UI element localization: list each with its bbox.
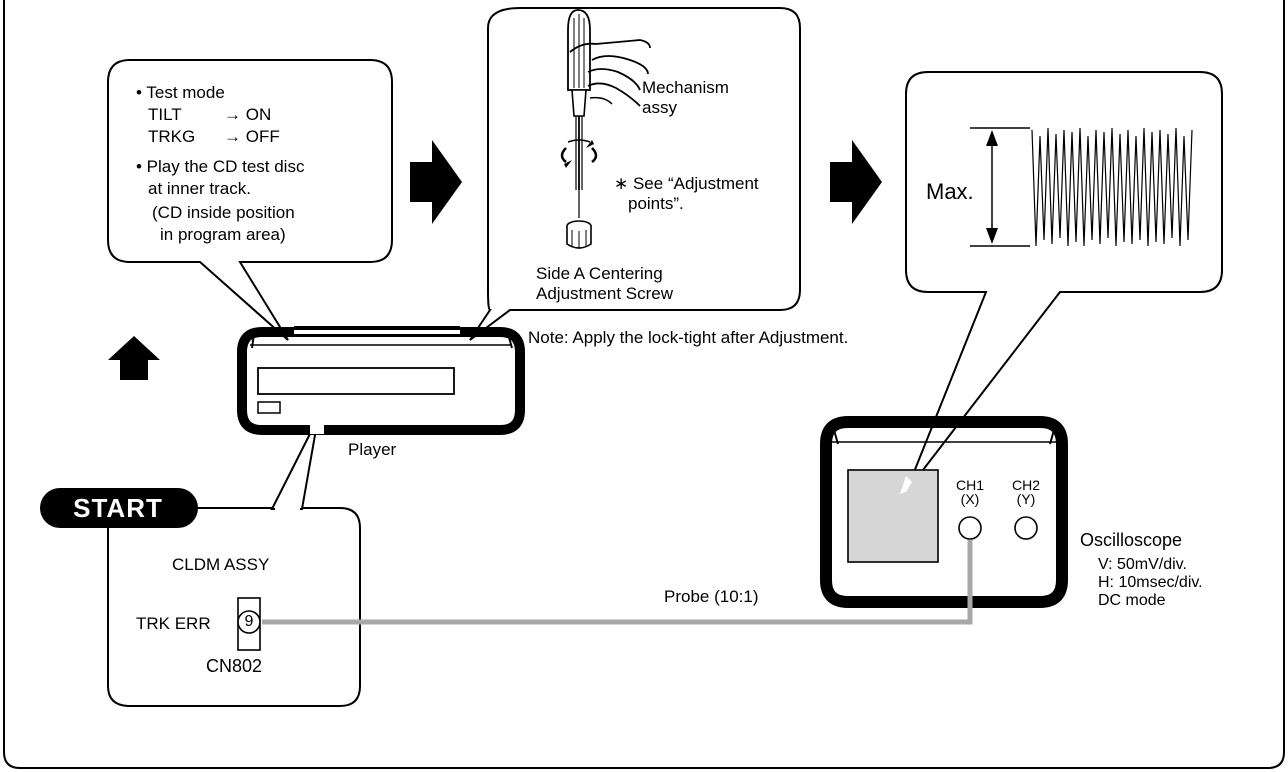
- scope-setting-v: V: 50mV/div.: [1098, 556, 1187, 573]
- lock-tight-note: Note: Apply the lock-tight after Adjustm…: [528, 328, 849, 347]
- screw-label-1: Side A Centering: [536, 264, 663, 283]
- screw-icon: [566, 220, 592, 249]
- scope-setting-h: H: 10msec/div.: [1098, 574, 1203, 591]
- arrow-up-icon: [108, 336, 160, 380]
- screw-label-2: Adjustment Screw: [536, 284, 673, 303]
- mechanism-label-1: Mechanism: [642, 78, 729, 97]
- bubble1-line8: (CD inside position: [152, 203, 295, 222]
- max-label: Max.: [926, 179, 974, 204]
- bubble1-line7: at inner track.: [148, 179, 251, 198]
- bubble1-tilt-val: → ON: [224, 105, 272, 124]
- waveform-display: [970, 127, 1193, 247]
- mechanism-label-2: assy: [642, 98, 677, 117]
- ch1-label: CH1: [955, 477, 984, 493]
- test-mode-bubble: [107, 59, 393, 341]
- rotate-icon: [560, 139, 598, 168]
- pin-number: 9: [244, 613, 254, 630]
- bubble1-trkg: TRKG: [148, 127, 196, 146]
- arrow-right-icon-1: [410, 140, 462, 224]
- hand-icon: [569, 39, 651, 107]
- scope-setting-dc: DC mode: [1098, 592, 1166, 609]
- cldm-title: CLDM ASSY: [172, 555, 270, 574]
- start-badge: [40, 488, 198, 528]
- probe-label: Probe (10:1): [664, 587, 759, 606]
- probe-cable: [262, 540, 973, 625]
- adjustment-note-2: points”.: [628, 194, 684, 213]
- ch2-sub: (Y): [1016, 491, 1036, 507]
- player-icon: [237, 324, 525, 435]
- adjustment-note-1: ∗ See “Adjustment: [614, 174, 759, 193]
- bubble1-tilt: TILT: [148, 105, 182, 124]
- bubble1-line1: • Test mode: [136, 83, 225, 102]
- mechanism-bubble: [469, 7, 801, 341]
- bubble1-trkg-val: → OFF: [224, 127, 280, 146]
- ch1-sub: (X): [960, 491, 980, 507]
- bubble1-line9: in program area): [160, 225, 286, 244]
- screwdriver-icon: [567, 9, 591, 218]
- outer-frame: [3, 0, 1285, 769]
- connector-label: CN802: [206, 656, 263, 676]
- start-label: START: [73, 493, 163, 523]
- waveform-bubble: [905, 71, 1223, 493]
- player-label: Player: [348, 440, 397, 459]
- oscilloscope-icon: [820, 416, 1068, 608]
- ch2-label: CH2: [1011, 477, 1040, 493]
- start-bubble: [107, 507, 361, 707]
- trk-err-label: TRK ERR: [136, 614, 211, 633]
- connector-cn802: [237, 597, 261, 651]
- oscilloscope-label: Oscilloscope: [1080, 530, 1183, 550]
- arrow-right-icon-2: [830, 140, 882, 224]
- bubble1-line6: • Play the CD test disc: [136, 157, 305, 176]
